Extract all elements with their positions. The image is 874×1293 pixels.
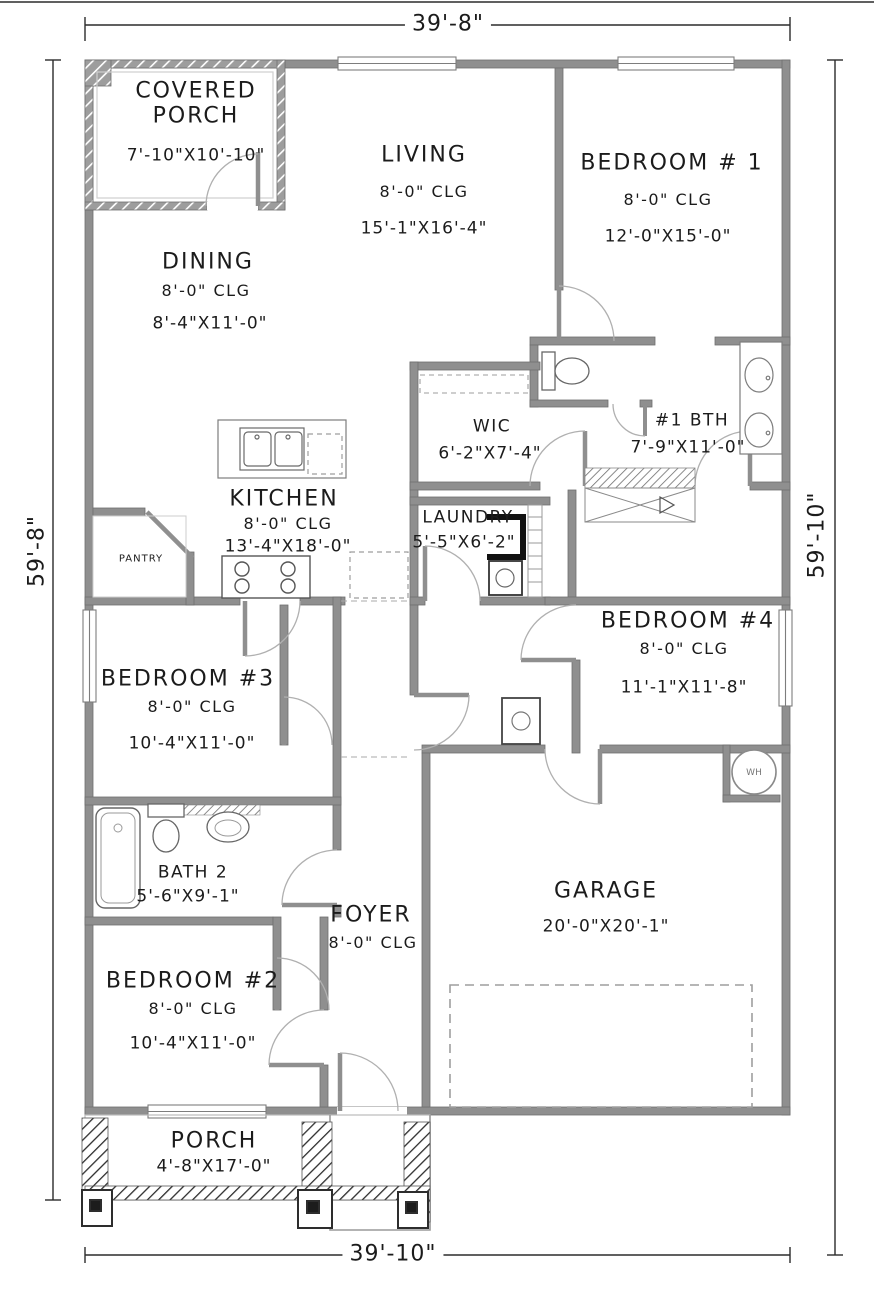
laundry-size: 5'-5"X6'-2" [412, 532, 516, 553]
bedroom4-ceiling: 8'-0" CLG [639, 639, 729, 659]
bedroom3-door [242, 600, 301, 657]
bedroom3-window [82, 609, 97, 703]
bath1-fixtures [419, 341, 783, 455]
bedroom2-size: 10'-4"X11'-0" [129, 1033, 257, 1054]
wic-name: WIC [472, 416, 512, 437]
front-porch-structures [81, 1114, 431, 1231]
bath2-size: 5'-6"X9'-1" [136, 886, 240, 907]
dimension-bottom: 39'-10" [342, 1242, 444, 1268]
garage-size: 20'-0"X20'-1" [542, 916, 670, 937]
covered-porch-size: 7'-10"X10'-10" [126, 145, 266, 166]
toilet-fixture [541, 351, 590, 391]
porch-size: 4'-8"X17'-0" [156, 1156, 272, 1177]
laundry-fixtures [487, 504, 543, 745]
covered-porch-walls [84, 59, 286, 211]
bedroom3-ceiling: 8'-0" CLG [147, 697, 237, 717]
dishwasher-outline [307, 433, 343, 475]
garage-features [341, 600, 777, 1108]
sink2-fixture [206, 811, 250, 843]
bedroom4-size: 11'-1"X11'-8" [620, 677, 748, 698]
bedroom3-name: BEDROOM #3 [100, 666, 276, 692]
kitchen-ceiling: 8'-0" CLG [243, 514, 333, 534]
bedroom3-closet-door [282, 696, 333, 746]
door-swings [145, 285, 753, 1115]
column-bases [81, 1189, 429, 1229]
attic-access-marker [659, 495, 676, 515]
bedroom1-door [556, 285, 615, 342]
dimension-top: 39'-8" [404, 12, 492, 38]
linen-closet [584, 467, 696, 523]
porch-entry-door [205, 152, 261, 210]
foyer-name: FOYER [330, 902, 412, 928]
water-heater-circle [731, 749, 777, 795]
laundry-door [422, 545, 481, 602]
laundry-shelves [527, 504, 543, 598]
covered-porch-name: COVERED PORCH [135, 78, 257, 128]
dimension-left: 59'-8" [25, 507, 51, 595]
toilet-room-door [612, 403, 647, 437]
dining-size: 8'-4"X11'-0" [152, 313, 268, 334]
bath2-name: BATH 2 [157, 862, 229, 883]
kitchen-name: KITCHEN [229, 486, 339, 512]
garage-door-outline [449, 984, 753, 1108]
hall-door [413, 692, 470, 751]
bedroom2-ceiling: 8'-0" CLG [148, 999, 238, 1019]
living-name: LIVING [381, 142, 467, 168]
bedroom2-name: BEDROOM #2 [105, 968, 281, 994]
double-sink-fixture [239, 427, 305, 471]
bath2-door [281, 849, 338, 908]
living-size: 15'-1"X16'-4" [360, 218, 488, 239]
garage-name: GARAGE [553, 878, 659, 904]
kitchen-fixtures [92, 419, 409, 599]
wic-shelf-outline [419, 374, 529, 394]
pantry-outline [92, 515, 187, 598]
vanity-sinks [739, 341, 783, 455]
bathtub-fixture [95, 807, 141, 909]
windows [82, 56, 793, 1119]
bedroom4-window [778, 609, 793, 707]
bedroom4-door [520, 604, 577, 663]
bedroom1-name: BEDROOM # 1 [580, 150, 764, 176]
pantry-door [145, 510, 195, 560]
stove-fixture [221, 555, 311, 599]
foyer-ceiling: 8'-0" CLG [328, 933, 418, 953]
bedroom2-door [268, 1009, 325, 1068]
refrigerator-outline [349, 551, 409, 599]
pantry-name: PANTRY [118, 553, 164, 565]
appliance-niche [487, 514, 526, 560]
toilet2-fixture [147, 803, 185, 853]
porch-name: PORCH [170, 1128, 258, 1154]
bath1-size: 7'-9"X11'-0" [630, 437, 746, 458]
bedroom1-ceiling: 8'-0" CLG [623, 190, 713, 210]
bath1-name: #1 BTH [654, 410, 730, 431]
water-heater-label: WH [746, 767, 762, 778]
dining-name: DINING [162, 249, 254, 275]
bedroom4-name: BEDROOM #4 [600, 608, 776, 634]
front-door [337, 1052, 407, 1115]
living-ceiling: 8'-0" CLG [379, 182, 469, 202]
bedroom2-window [147, 1104, 267, 1119]
bedroom2-closet-door [275, 957, 330, 1011]
wic-size: 6'-2"X7'-4" [438, 443, 542, 464]
dimension-right: 59'-10" [805, 484, 831, 586]
dining-ceiling: 8'-0" CLG [161, 281, 251, 301]
bedroom1-size: 12'-0"X15'-0" [604, 226, 732, 247]
utility-sink-fixture [488, 560, 523, 596]
bedroom1-window [617, 56, 735, 71]
hvac-closet-fixture [501, 697, 541, 745]
laundry-name: LAUNDRY [422, 507, 514, 528]
bath2-fixtures [95, 803, 261, 909]
living-window [337, 56, 457, 71]
kitchen-size: 13'-4"X18'-0" [224, 536, 352, 557]
garage-entry-door [544, 748, 603, 805]
bedroom3-size: 10'-4"X11'-0" [128, 733, 256, 754]
